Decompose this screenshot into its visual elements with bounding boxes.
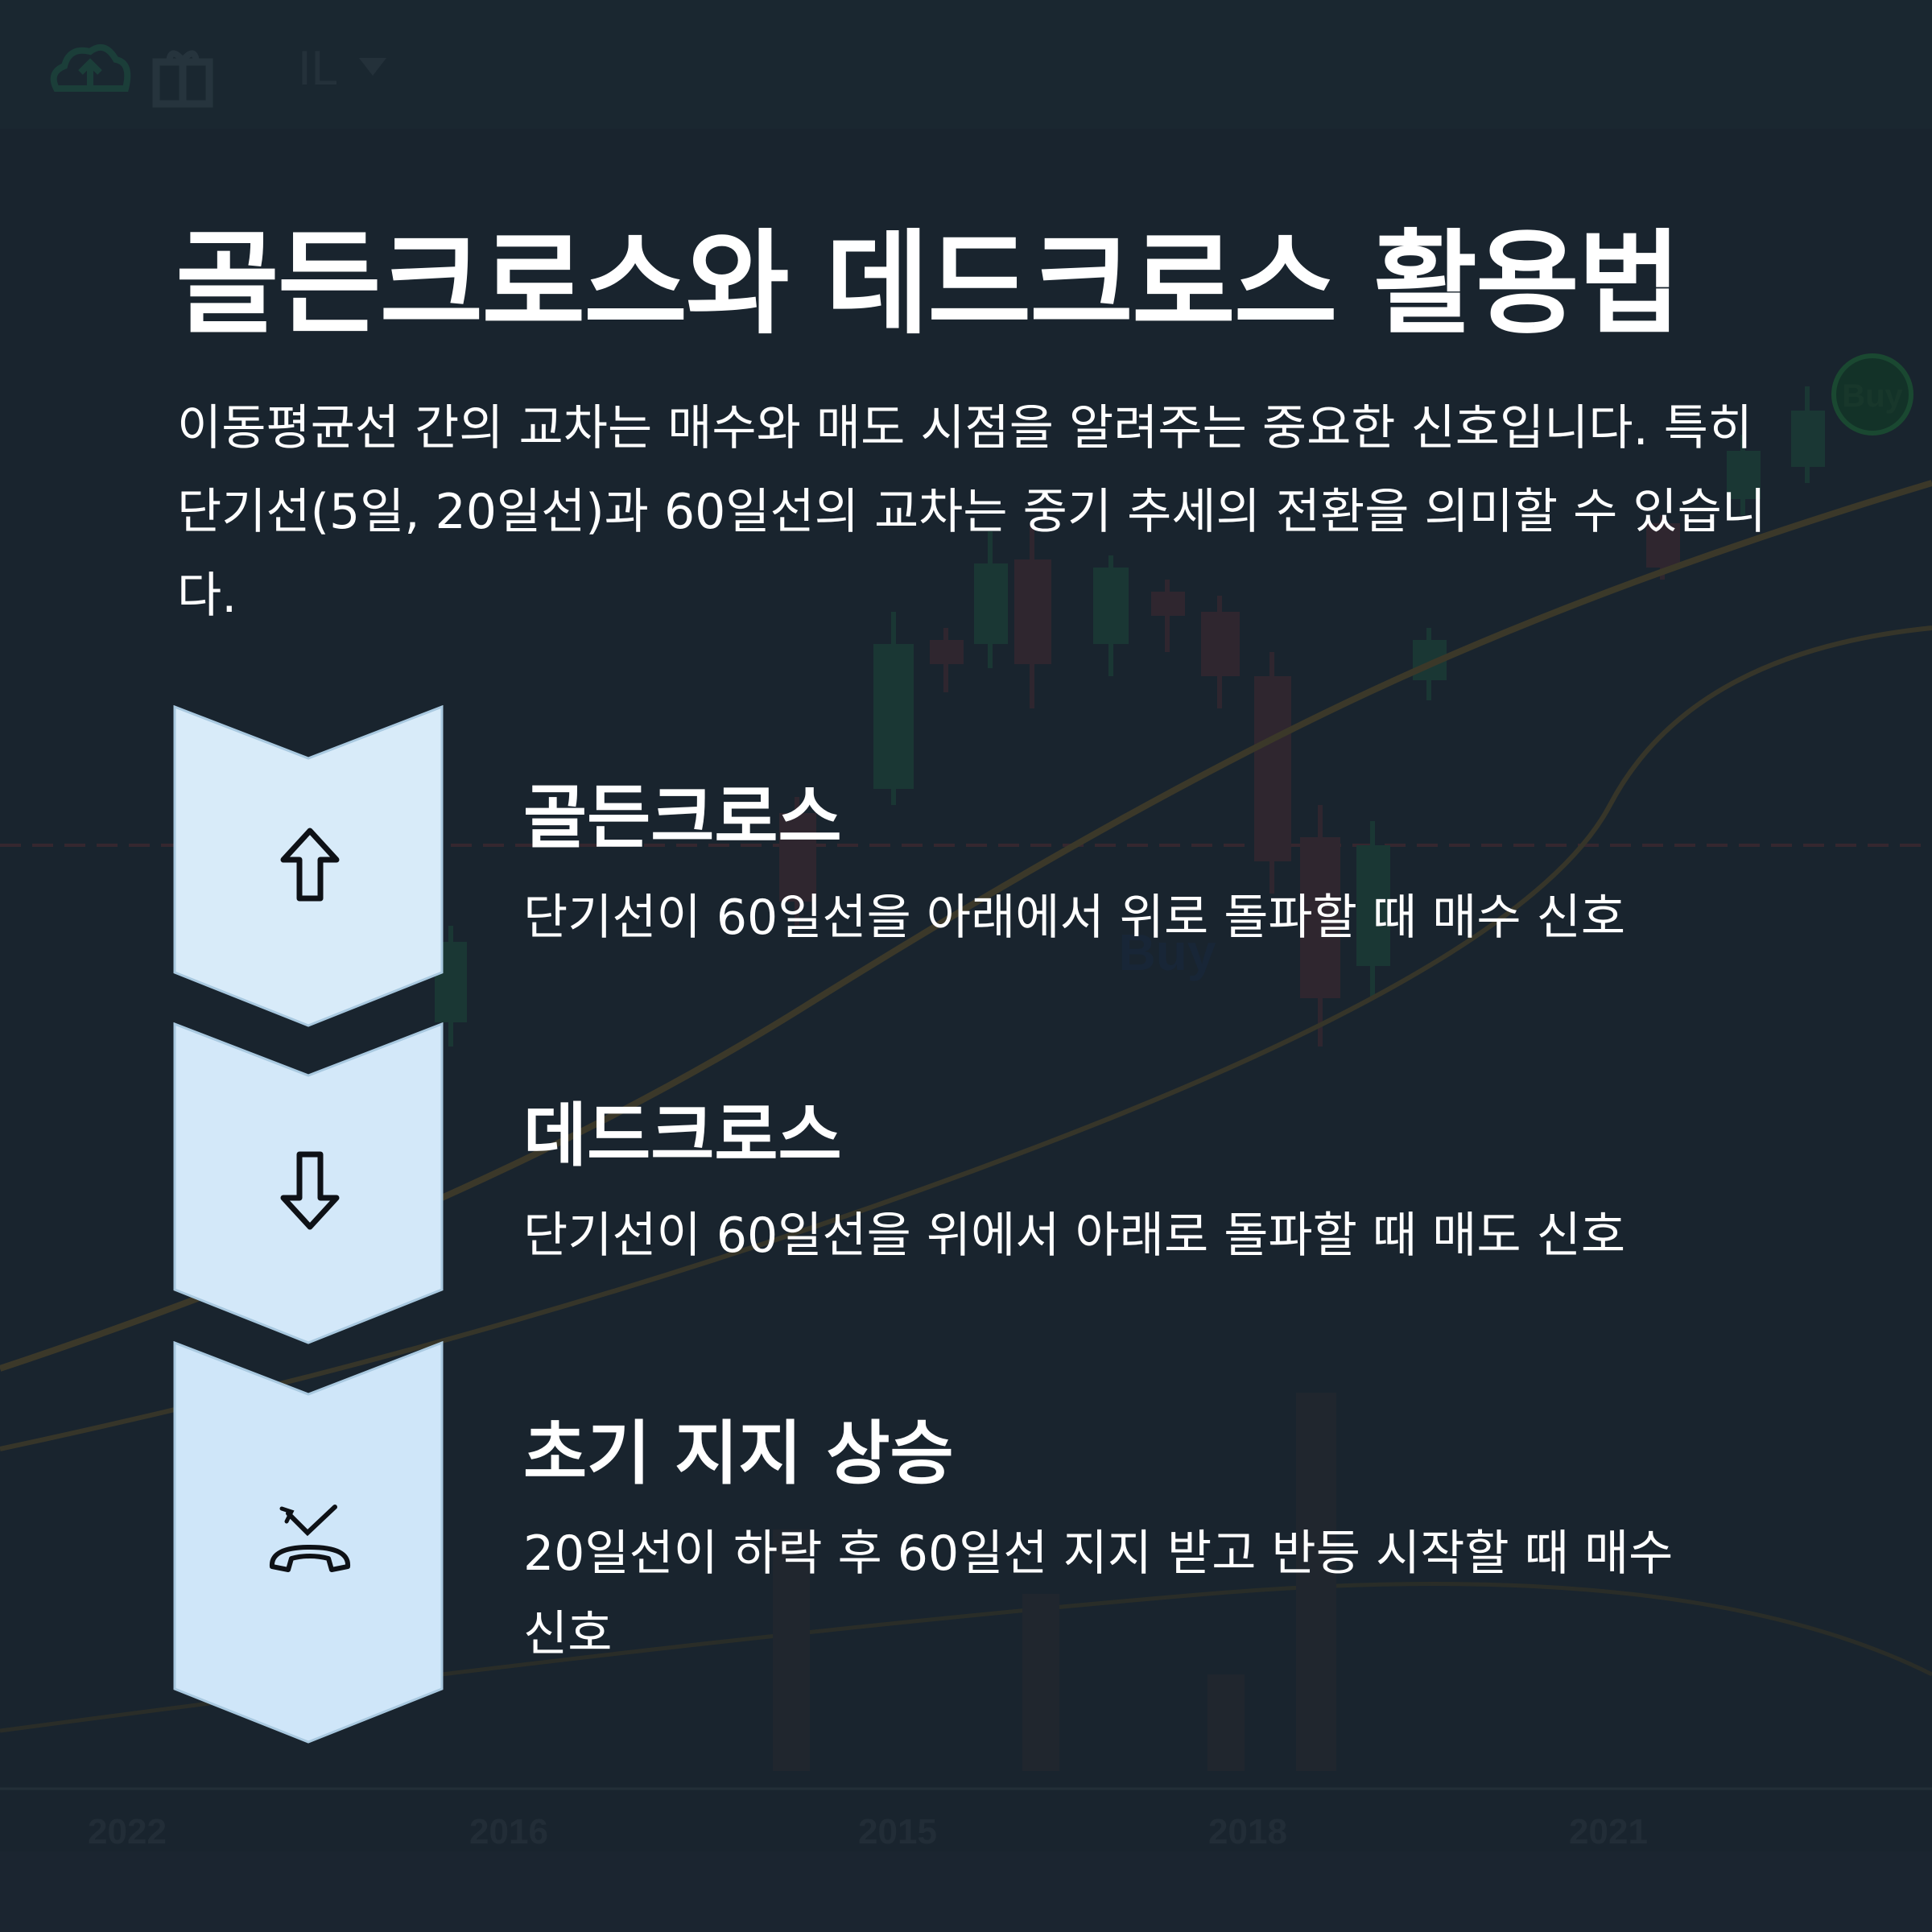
step-3-desc: 20일선이 하락 후 60일선 지지 받고 반등 시작할 때 매수 신호 xyxy=(523,1525,1674,1662)
year-axis: 2022 2016 2015 2018 2021 xyxy=(88,1812,1648,1852)
svg-text:2021: 2021 xyxy=(1569,1812,1648,1852)
svg-text:IL: IL xyxy=(298,41,338,95)
chevron-step-3 xyxy=(173,1341,444,1744)
step-3-title: 초기 지지 상승 xyxy=(523,1414,954,1494)
svg-text:2022: 2022 xyxy=(88,1812,167,1852)
svg-text:2018: 2018 xyxy=(1208,1812,1287,1852)
step-2-title: 데드크로스 xyxy=(523,1096,842,1176)
cloud-upload-icon xyxy=(50,43,131,92)
svg-text:Buy: Buy xyxy=(1842,378,1903,414)
arrow-up-icon xyxy=(280,828,340,902)
buy-badge-top: Buy xyxy=(1831,353,1913,436)
step-2-desc: 단기선이 60일선을 위에서 아래로 돌파할 때 매도 신호 xyxy=(523,1208,1626,1264)
buy-label-mid: Buy xyxy=(1119,923,1216,981)
chart-type-icon: IL xyxy=(298,41,386,95)
svg-text:2016: 2016 xyxy=(469,1812,548,1852)
candles xyxy=(435,386,1825,1046)
step-1-title: 골든크로스 xyxy=(523,778,842,858)
svg-text:2015: 2015 xyxy=(858,1812,937,1852)
chevron-step-2 xyxy=(173,1022,444,1344)
page-title: 골든크로스와 데드크로스 활용법 xyxy=(175,219,1682,350)
page-description: 이동평균선 간의 교차는 매수와 매도 시점을 알려주는 중요한 신호입니다. … xyxy=(177,400,1767,624)
chevron-step-1 xyxy=(173,705,444,1027)
bounce-icon xyxy=(269,1505,351,1572)
step-1-desc: 단기선이 60일선을 아래에서 위로 돌파할 때 매수 신호 xyxy=(523,890,1626,946)
gift-icon xyxy=(152,50,213,108)
arrow-down-icon xyxy=(280,1151,340,1230)
